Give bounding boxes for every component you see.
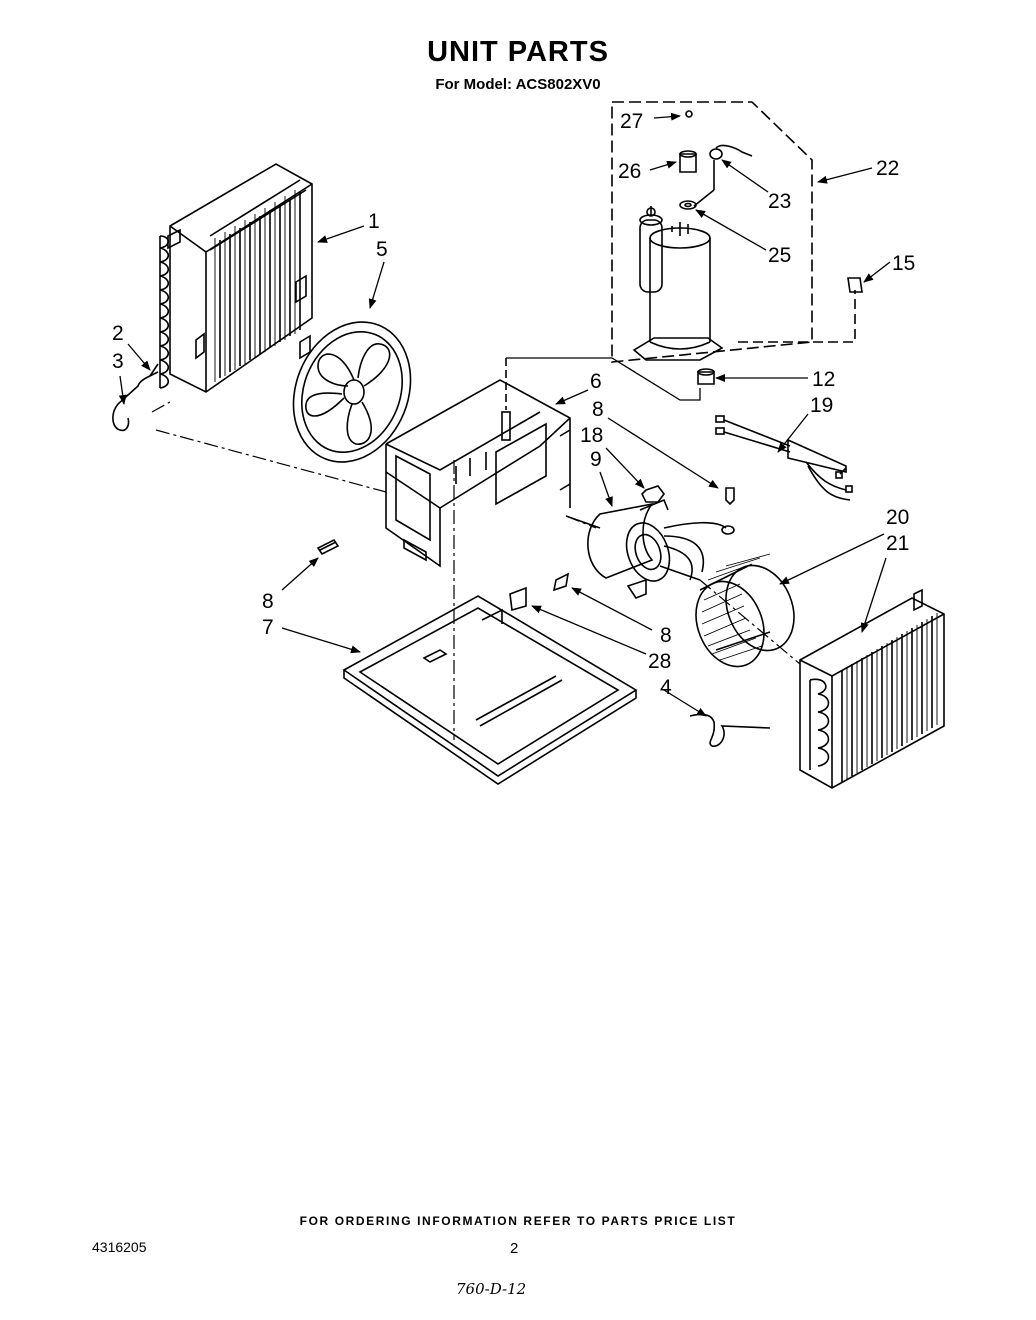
callout-26: 26 [618, 160, 641, 183]
grommet-26 [679, 153, 697, 173]
terminal-cover-25 [679, 200, 697, 210]
overload-23 [709, 148, 723, 160]
connector-15 [738, 290, 856, 343]
callout-12: 12 [812, 368, 835, 391]
callout-6: 6 [590, 370, 602, 393]
compressor-mount-12 [697, 371, 715, 385]
handwritten-note: 760-D-12 [456, 1280, 527, 1298]
callout-8-left: 8 [262, 590, 274, 613]
callout-22: 22 [876, 157, 899, 180]
ordering-note: FOR ORDERING INFORMATION REFER TO PARTS … [299, 1214, 737, 1228]
callout-8-upper: 8 [592, 398, 604, 421]
evaporator-coil-21 [799, 588, 945, 789]
base-pan-7 [342, 595, 638, 785]
callout-4: 4 [660, 676, 672, 699]
callout-7: 7 [262, 616, 274, 639]
callout-15: 15 [892, 252, 915, 275]
callout-3: 3 [112, 350, 124, 373]
page-title: UNIT PARTS [427, 36, 609, 68]
callout-9: 9 [590, 448, 602, 471]
callout-2: 2 [112, 322, 124, 345]
compressor [632, 206, 724, 361]
compressor-group-outline [611, 101, 813, 363]
screw-8-left [316, 538, 340, 556]
condenser-fan-5 [292, 321, 412, 463]
callout-19: 19 [810, 394, 833, 417]
blower-wheel-20 [695, 553, 795, 668]
page-number: 2 [510, 1240, 519, 1257]
callout-21: 21 [886, 532, 909, 555]
callout-25: 25 [768, 244, 791, 267]
callout-5: 5 [376, 238, 388, 261]
document-number: 4316205 [92, 1239, 147, 1255]
callout-27: 27 [620, 110, 643, 133]
fan-motor-9 [565, 498, 735, 599]
callout-20: 20 [886, 506, 909, 529]
wire-harness-19 [715, 415, 853, 501]
base-frame-6 [385, 379, 571, 568]
model-subtitle: For Model: ACS802XV0 [435, 76, 601, 93]
screw-8-lower [552, 572, 570, 592]
tube-2-3 [112, 371, 159, 432]
callout-18: 18 [580, 424, 603, 447]
condenser-coil-1 [159, 163, 313, 393]
callout-28: 28 [648, 650, 671, 673]
callout-1: 1 [368, 210, 380, 233]
callout-23: 23 [768, 190, 791, 213]
nut-18 [641, 485, 665, 503]
capillary-tube-4 [689, 713, 771, 747]
screw-8-upper [725, 487, 735, 506]
bracket-28 [509, 586, 527, 612]
callout-8-lower: 8 [660, 624, 672, 647]
terminal-15 [847, 277, 863, 293]
screw-27 [685, 110, 693, 118]
